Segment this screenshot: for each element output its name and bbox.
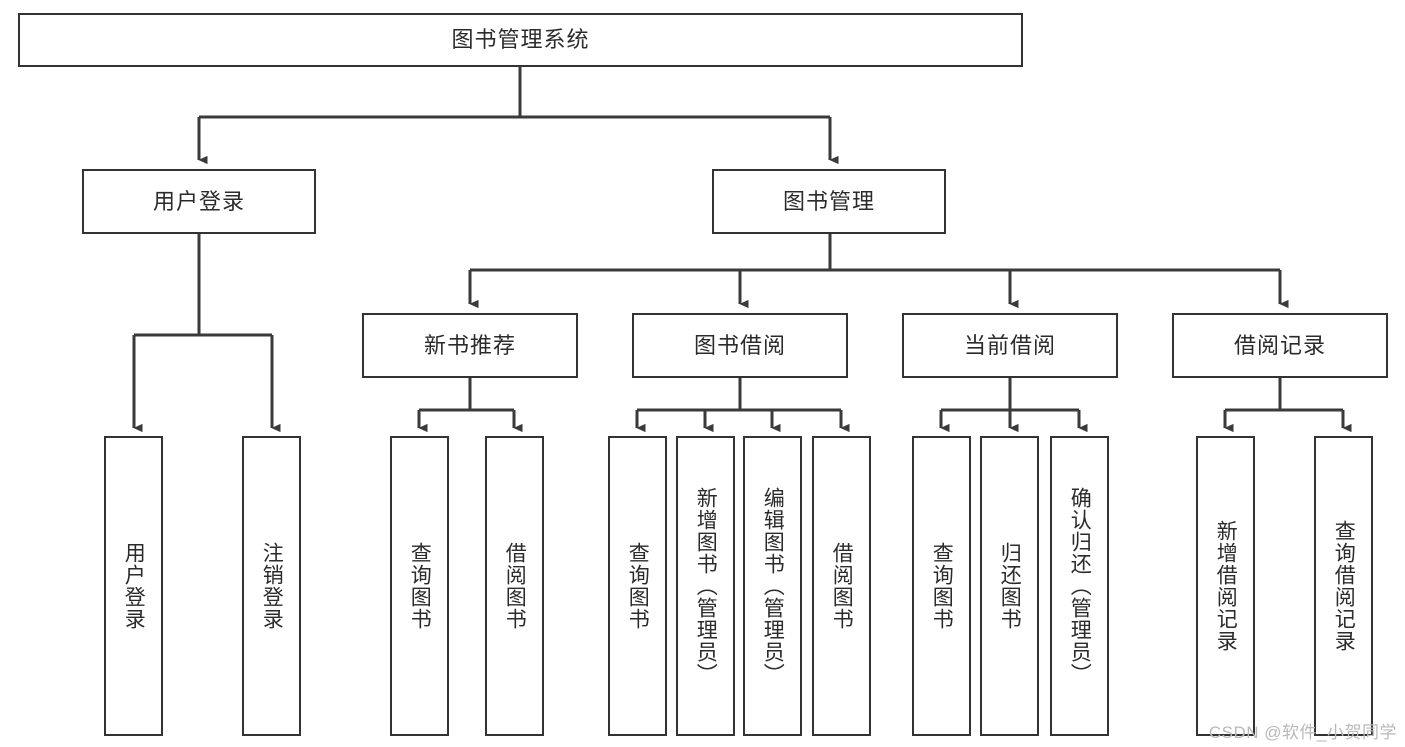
leaf-borrow-borrow-book[interactable]: 借阅图书 — [812, 436, 871, 736]
node-label: 借阅图书 — [830, 542, 854, 630]
node-label: 借阅图书 — [503, 542, 527, 630]
leaf-current-confirm-return-admin[interactable]: 确认归还（管理员） — [1050, 436, 1109, 736]
node-label: 新增图书（管理员） — [694, 487, 718, 685]
node-label: 借阅记录 — [1233, 332, 1326, 358]
node-book-management[interactable]: 图书管理 — [712, 169, 946, 234]
watermark: CSDN @软件_小贺同学 — [1208, 723, 1397, 742]
node-label: 查询图书 — [626, 542, 650, 630]
node-label: 查询图书 — [408, 542, 432, 630]
leaf-borrow-edit-book-admin[interactable]: 编辑图书（管理员） — [743, 436, 802, 736]
node-label: 图书借阅 — [693, 332, 786, 358]
node-label: 用户登录 — [122, 542, 146, 630]
leaf-current-return-book[interactable]: 归还图书 — [980, 436, 1039, 736]
leaf-user-login-signin[interactable]: 用户登录 — [104, 436, 163, 736]
node-current-borrow[interactable]: 当前借阅 — [902, 313, 1118, 378]
node-book-borrow[interactable]: 图书借阅 — [632, 313, 848, 378]
node-label: 当前借阅 — [963, 332, 1056, 358]
leaf-record-query-borrow-record[interactable]: 查询借阅记录 — [1314, 436, 1373, 736]
node-label: 用户登录 — [152, 188, 245, 214]
leaf-recommend-query-book[interactable]: 查询图书 — [390, 436, 449, 736]
node-label: 归还图书 — [998, 542, 1022, 630]
node-label: 确认归还（管理员） — [1068, 487, 1092, 685]
leaf-borrow-query-book[interactable]: 查询图书 — [608, 436, 667, 736]
node-new-book-recommend[interactable]: 新书推荐 — [362, 313, 578, 378]
node-label: 图书管理系统 — [451, 27, 590, 52]
leaf-recommend-borrow-book[interactable]: 借阅图书 — [485, 436, 544, 736]
node-label: 编辑图书（管理员） — [761, 487, 785, 685]
leaf-record-add-borrow-record[interactable]: 新增借阅记录 — [1196, 436, 1255, 736]
leaf-borrow-add-book-admin[interactable]: 新增图书（管理员） — [676, 436, 735, 736]
leaf-current-query-book[interactable]: 查询图书 — [912, 436, 971, 736]
node-label: 图书管理 — [782, 188, 875, 214]
node-label: 注销登录 — [260, 542, 284, 630]
node-borrow-record[interactable]: 借阅记录 — [1172, 313, 1388, 378]
node-root-library-system[interactable]: 图书管理系统 — [18, 13, 1023, 67]
node-label: 查询图书 — [930, 542, 954, 630]
node-user-login[interactable]: 用户登录 — [82, 169, 316, 234]
leaf-user-login-signout[interactable]: 注销登录 — [242, 436, 301, 736]
node-label: 新增借阅记录 — [1214, 520, 1238, 652]
node-label: 查询借阅记录 — [1332, 520, 1356, 652]
node-label: 新书推荐 — [423, 332, 516, 358]
